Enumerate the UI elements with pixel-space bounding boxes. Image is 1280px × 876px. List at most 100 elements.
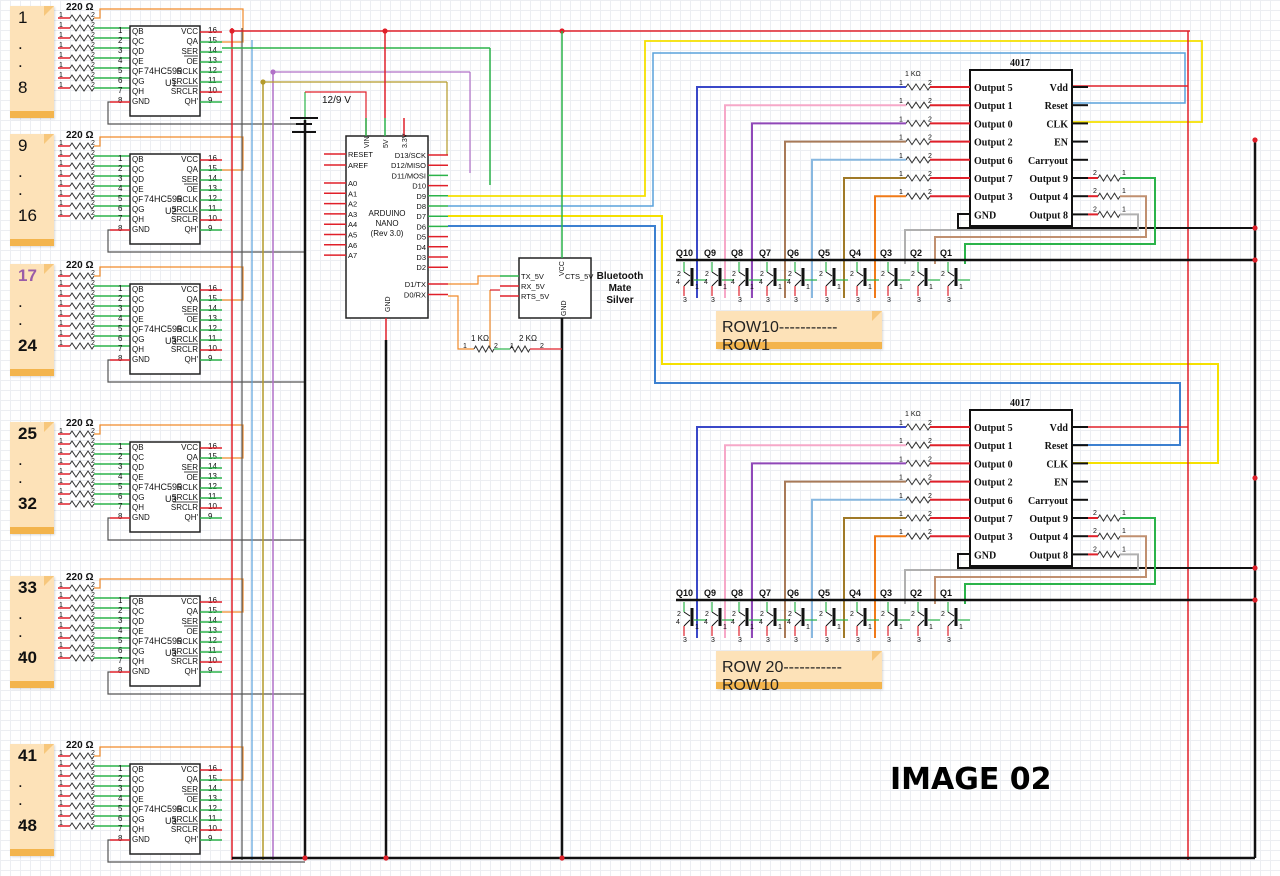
pin-name: Output 6 [974, 496, 1013, 507]
pin-name: D0/RX [404, 291, 426, 300]
label: 4 [759, 619, 763, 626]
wire [887, 271, 895, 277]
wire [683, 271, 691, 277]
note-fold [44, 744, 54, 754]
label: 7 [118, 656, 123, 665]
pin-name: D12/MISO [391, 161, 426, 170]
pin-name: QC [132, 295, 144, 304]
resistor-value-label: 220 Ω [66, 740, 93, 751]
label: 11 [208, 334, 217, 343]
wire [448, 295, 474, 350]
pin-name: QB [132, 155, 144, 164]
pin-name: SRCLR [171, 657, 198, 666]
resistor-icon [69, 84, 95, 92]
note-label: 48 [18, 816, 37, 835]
note-label: . [18, 604, 23, 623]
gnd-wire [107, 229, 305, 253]
label: 12 [208, 636, 217, 645]
row-wire [964, 177, 1156, 264]
note-label: . [18, 790, 23, 809]
resistor-icon [905, 192, 931, 201]
note-label: 40 [18, 648, 37, 667]
label: 2 [819, 611, 823, 618]
label: 2 [677, 611, 681, 618]
label: 2 [91, 330, 95, 337]
note-fold [872, 311, 882, 321]
row-wire [724, 104, 906, 298]
label: 13 [208, 184, 217, 193]
label: 1 [59, 642, 63, 649]
label: 7 [118, 344, 123, 353]
label: 1 [929, 624, 933, 631]
pin-name: QH' [184, 97, 198, 106]
label: 1 [59, 428, 63, 435]
label: 2 [91, 170, 95, 177]
pin-name: QC [132, 453, 144, 462]
resistor-icon [905, 423, 931, 431]
label: 1 [59, 330, 63, 337]
pin-name: QH' [184, 835, 198, 844]
pin-name: GND [974, 210, 996, 221]
label: 14 [208, 46, 217, 55]
label: 2 [928, 420, 932, 427]
label: 2 [705, 611, 709, 618]
row-label-note: ROW10-----------ROW1 [716, 311, 882, 354]
label: 2 [881, 611, 885, 618]
pin-name: QE [132, 57, 144, 66]
label: 2 [91, 582, 95, 589]
label: 2 [928, 153, 932, 160]
row-label-note: ROW 20----------- ROW10 [716, 651, 882, 694]
label: 2 [91, 478, 95, 485]
pin-name: D1/TX [405, 280, 426, 289]
label: 2 [1093, 528, 1097, 535]
resistor-icon [1097, 174, 1121, 182]
label: 15 [208, 36, 217, 45]
note-label: 32 [18, 494, 37, 513]
label: 4 [787, 619, 791, 626]
bluetooth-module [518, 257, 592, 319]
label: 2 [911, 271, 915, 278]
transistor-label: Q6 [787, 588, 799, 598]
pin-name: QH [132, 87, 144, 96]
label: 3 [683, 297, 687, 304]
transistor-label: Q6 [787, 248, 799, 258]
label: 2 [91, 652, 95, 659]
pin-name: RCLK [177, 67, 199, 76]
label: 8 [118, 224, 123, 233]
pin-name: QE [132, 627, 144, 636]
chip-ref: U3 [165, 494, 177, 504]
label: 12 [208, 66, 217, 75]
label: 3 [794, 637, 798, 644]
label: 5 [118, 324, 123, 333]
resistor-icon [69, 812, 95, 820]
label: 1 [118, 764, 123, 773]
pin-name: EN [1054, 138, 1069, 149]
label: 1 [723, 284, 727, 291]
label: 4 [118, 794, 123, 803]
resistor-icon [69, 802, 95, 810]
row-wire [904, 553, 1139, 604]
resistor-icon [69, 470, 95, 478]
pin-name: Output 9 [1029, 174, 1068, 185]
wire [887, 279, 895, 287]
pin-name: SER [182, 785, 199, 794]
label: 6 [118, 646, 123, 655]
resistor-value-label: 220 Ω [66, 130, 93, 141]
label: 3 [947, 297, 951, 304]
junction-dot [1252, 475, 1258, 481]
label: 1 [899, 80, 903, 87]
row-wire [843, 177, 906, 298]
label: 2 [928, 116, 932, 123]
pin-name: Output 7 [974, 514, 1013, 525]
pin-name: GND [132, 513, 150, 522]
pin-name: D3 [416, 253, 426, 262]
pin-name: A5 [348, 231, 357, 240]
pin-name: D9 [416, 192, 426, 201]
resistor-icon [1097, 532, 1121, 541]
pin-name: QG [132, 647, 144, 656]
qa-wire [94, 746, 244, 781]
label: 2 [1093, 188, 1097, 195]
label: 16 [208, 764, 217, 773]
label: 1 [59, 582, 63, 589]
arduino-name: ARDUINO [369, 209, 406, 218]
